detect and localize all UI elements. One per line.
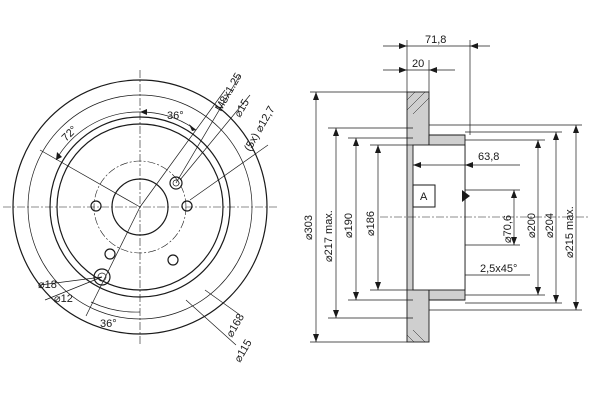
label-stud-hole: (5x) ⌀12,7 (242, 104, 277, 153)
label-hole-15: ⌀15 (232, 97, 252, 119)
hat-inner (412, 144, 466, 291)
leader-15 (179, 94, 251, 181)
label-diam-190: ⌀190 (343, 213, 355, 238)
label-pcd-115: ⌀115 (232, 338, 254, 365)
label-diam-70-6: ⌀70,6 (502, 215, 514, 243)
label-hole-12: ⌀12 (54, 293, 73, 305)
datum-label: A (420, 191, 428, 203)
label-hole-18: ⌀18 (38, 279, 57, 291)
label-angle-72: 72° (60, 124, 80, 144)
leader-18 (39, 276, 103, 286)
label-diam-217: ⌀217 max. (323, 210, 335, 262)
leader-12 (44, 276, 103, 301)
label-angle-36-top: 36° (167, 110, 184, 122)
leader-115 (185, 299, 237, 346)
dim-204: ⌀204 (544, 132, 559, 303)
datum-box (412, 184, 436, 208)
section-hatching (406, 91, 430, 343)
label-chamfer: 2,5x45° (480, 263, 517, 275)
arc-36-bottom (90, 301, 141, 313)
label-diam-200: ⌀200 (526, 213, 538, 238)
label-width-20: 20 (412, 58, 424, 70)
label-diam-215: ⌀215 max. (564, 206, 576, 258)
bolt-hole-3 (167, 254, 179, 266)
label-width-71-8: 71,8 (425, 34, 446, 46)
arc-arrow (56, 152, 62, 160)
side-view: A 71,8 20 63,8 2,5x45° (303, 34, 590, 343)
dim-70-6: ⌀70,6 (502, 190, 517, 245)
dim-303: ⌀303 (303, 92, 319, 342)
dim-215: ⌀215 max. (564, 125, 579, 310)
label-diam-186: ⌀186 (365, 211, 377, 236)
radial-line-bottom (85, 206, 141, 317)
bolt-hole-6 (104, 248, 116, 260)
leader-168 (204, 289, 241, 316)
datum-arrow (462, 190, 470, 202)
dim-190: ⌀190 (343, 138, 359, 300)
label-depth-63-8: 63,8 (478, 151, 499, 163)
bolt-hole-5 (90, 200, 102, 212)
arc-arrow (189, 124, 196, 131)
label-diam-204: ⌀204 (544, 213, 556, 238)
bolt-hole-4 (93, 268, 111, 286)
label-diam-303: ⌀303 (303, 215, 315, 240)
dim-200: ⌀200 (526, 140, 541, 295)
bolt-hole-1 (169, 176, 183, 190)
leader-thread (175, 74, 241, 184)
front-view: M8x1.25 ⌀15 (5x) ⌀12,7 36° 72° ⌀18 ⌀12 3… (3, 70, 278, 365)
label-angle-36-bottom: 36° (100, 318, 117, 330)
leader-stud (189, 144, 269, 201)
arc-72 (55, 111, 141, 161)
label-pcd-168: ⌀168 (224, 312, 247, 340)
dim-217: ⌀217 max. (323, 128, 339, 318)
radial-line-36 (139, 89, 226, 208)
dim-186: ⌀186 (365, 145, 381, 290)
arc-arrow (140, 109, 147, 115)
bolt-hole-2 (181, 200, 193, 212)
